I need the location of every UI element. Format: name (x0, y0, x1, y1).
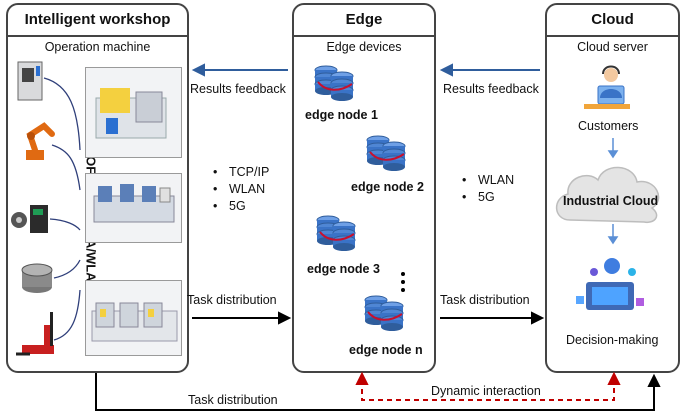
dynamic-interaction-arrows (355, 371, 621, 401)
cloud-flow-arrows (607, 138, 619, 245)
edge-panel: Edge Edge devices (292, 3, 436, 373)
protocol-item: 5G (213, 198, 269, 215)
results-feedback-label-right: Results feedback (443, 82, 539, 96)
protocol-item: 5G (462, 189, 514, 206)
workshop-title: Intelligent workshop (8, 5, 187, 37)
protocol-list-left: TCP/IP WLAN 5G (213, 164, 269, 215)
customer-service-icon (584, 65, 630, 109)
dynamic-interaction-label: Dynamic interaction (431, 384, 541, 398)
task-distribution-bottom-loop (95, 373, 661, 411)
fieldbus-lines (43, 77, 81, 341)
results-feedback-label-left: Results feedback (190, 82, 286, 96)
results-feedback-arrow-right (439, 63, 540, 77)
task-distribution-label-bottom: Task distribution (188, 393, 278, 407)
task-distribution-arrow-right (440, 311, 545, 325)
robot-arm-icon (26, 122, 55, 160)
cloud-title: Cloud (547, 5, 678, 37)
protocol-item: WLAN (462, 172, 514, 189)
customers-label: Customers (578, 119, 639, 133)
rotary-table-icon (21, 263, 53, 293)
edge-node-2-label: edge node 2 (351, 180, 424, 194)
workshop-subtitle: Operation machine (44, 40, 151, 54)
industrial-cloud-label: Industrial Cloud (563, 194, 659, 208)
production-line-image-2 (85, 173, 182, 243)
agv-forklift-icon (16, 312, 54, 356)
edge-title: Edge (294, 5, 434, 37)
cnc-machine-icon (17, 61, 43, 101)
protocol-item: WLAN (213, 181, 269, 198)
decision-making-label: Decision-making (566, 333, 659, 347)
protocol-list-right: WLAN 5G (462, 172, 514, 206)
decision-making-icon (576, 258, 644, 310)
cloud-subtitle: Cloud server (577, 40, 648, 54)
edge-node-1-label: edge node 1 (305, 108, 378, 122)
industrial-cloud-icon (555, 166, 660, 224)
more-nodes-dots (401, 272, 405, 292)
results-feedback-arrow-left (191, 63, 288, 77)
edge-node-n-label: edge node n (349, 343, 423, 357)
edge-subtitle: Edge devices (326, 40, 402, 54)
task-distribution-label-left: Task distribution (187, 293, 277, 307)
production-line-image-3 (85, 280, 182, 356)
protocol-item: TCP/IP (213, 164, 269, 181)
task-distribution-label-right: Task distribution (440, 293, 530, 307)
task-distribution-arrow-left (192, 311, 292, 325)
production-line-image-1 (85, 67, 182, 158)
servo-drive-icon (11, 205, 48, 233)
edge-node-3-label: edge node 3 (307, 262, 380, 276)
